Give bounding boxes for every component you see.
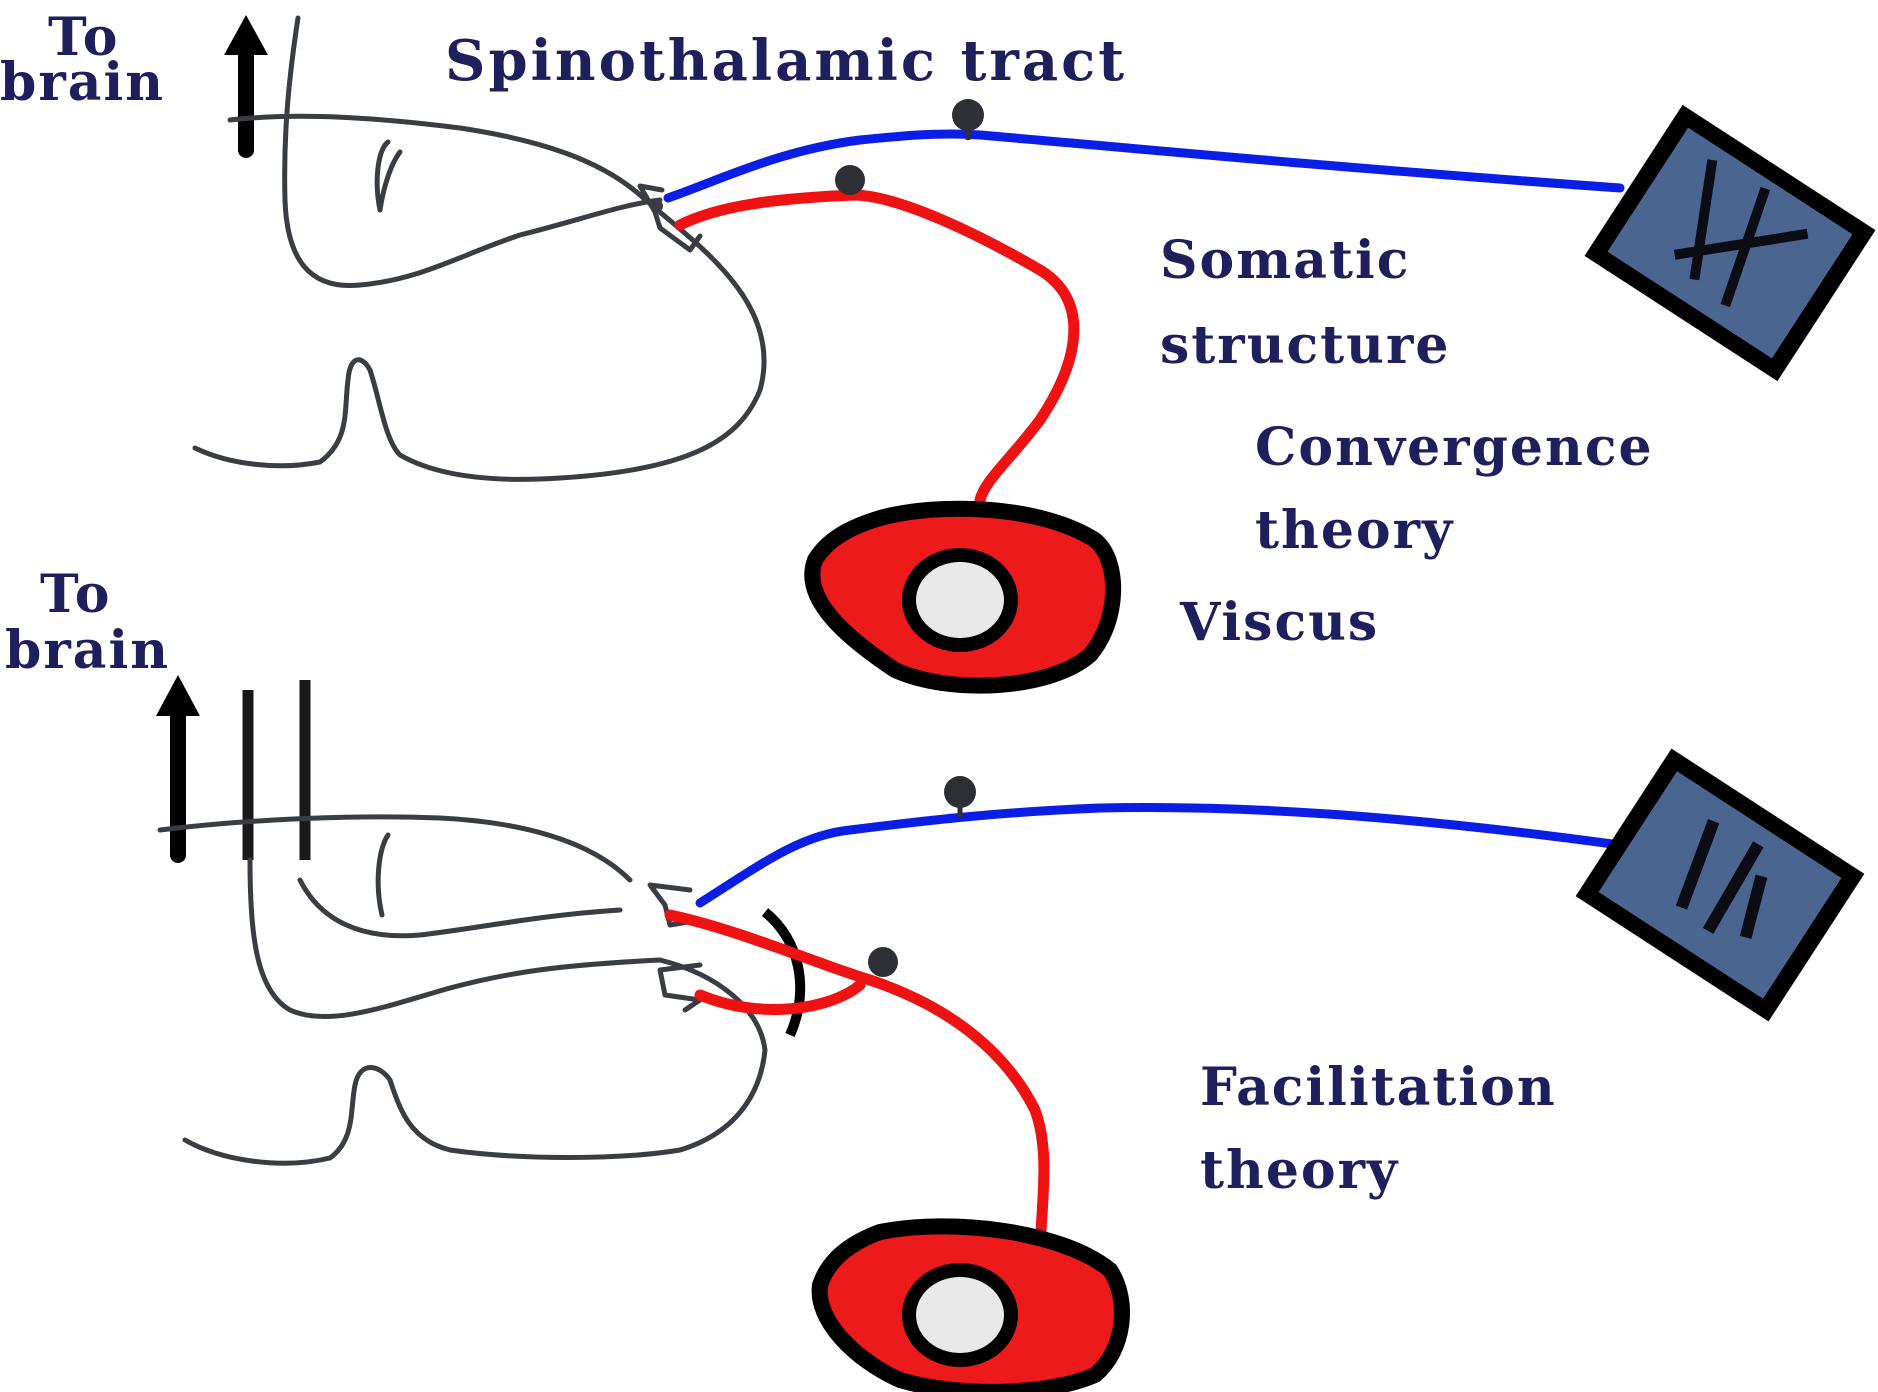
dorsal-horn-bottom bbox=[378, 835, 388, 915]
dorsal-horn-top bbox=[377, 142, 400, 210]
facilitation-theory-label-line2: theory bbox=[1200, 1140, 1399, 1201]
somatic-afferent-fiber-bottom bbox=[700, 807, 1620, 903]
somatic-structure-label-line2: structure bbox=[1160, 315, 1450, 376]
spinothalamic-tract-label: Spinothalamic tract bbox=[445, 28, 1127, 94]
somatic-structure-box-top bbox=[1585, 105, 1876, 381]
spinal-cord-outline-bottom bbox=[160, 817, 765, 1163]
internuncial-arc bbox=[765, 912, 800, 1035]
viscus-label: Viscus bbox=[1179, 592, 1379, 653]
visceral-dorsal-root-ganglion-top bbox=[835, 165, 865, 195]
to-brain-label-bottom-line1: To bbox=[40, 564, 111, 625]
viscus-top bbox=[812, 509, 1113, 686]
somatic-dorsal-root-ganglion-top bbox=[952, 99, 984, 131]
inner-loop-bottom bbox=[300, 880, 620, 936]
to-brain-arrow-top bbox=[224, 15, 268, 150]
visceral-dorsal-root-ganglion-bottom bbox=[868, 947, 898, 977]
somatic-afferent-fiber-top bbox=[668, 134, 1620, 198]
facilitation-theory-label-line1: Facilitation bbox=[1200, 1057, 1557, 1118]
visceral-afferent-fiber-top bbox=[680, 195, 1074, 500]
dorsal-horn-entry-bottom bbox=[650, 885, 700, 1010]
somatic-structure-box-bottom bbox=[1576, 749, 1865, 1022]
convergence-panel: To brain Spinothalamic tract Somatic str… bbox=[0, 7, 1875, 686]
visceral-afferent-fiber-bottom bbox=[670, 915, 1044, 1250]
viscus-bottom bbox=[820, 1226, 1122, 1392]
to-brain-label-bottom-line2: brain bbox=[5, 620, 170, 681]
to-brain-label-top-line2: brain bbox=[0, 52, 165, 113]
somatic-dorsal-root-ganglion-bottom bbox=[944, 776, 976, 808]
synapse-dot-top bbox=[651, 200, 663, 212]
convergence-theory-label-line2: theory bbox=[1255, 500, 1454, 561]
somatic-structure-label-line1: Somatic bbox=[1160, 230, 1410, 291]
convergence-theory-label-line1: Convergence bbox=[1255, 417, 1654, 478]
